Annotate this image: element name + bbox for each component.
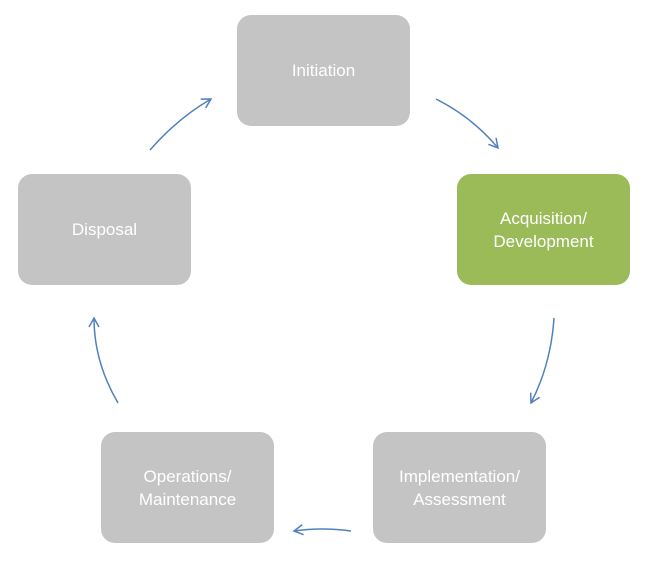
arrow-initiation-to-acquisition: [435, 98, 499, 150]
arrow-disposal-to-initiation: [149, 98, 213, 151]
phase-initiation: Initiation: [237, 15, 410, 126]
phase-label: Operations/ Maintenance: [138, 466, 237, 509]
phase-label: Initiation: [291, 61, 356, 80]
phase-label: Implementation/ Assessment: [399, 466, 520, 509]
phase-implementation-assessment: Implementation/ Assessment: [373, 432, 546, 543]
arrow-operations-to-disposal: [88, 316, 119, 404]
arrow-acquisition-to-implementation: [529, 317, 555, 405]
arrow-implementation-to-operations: [292, 524, 352, 536]
phase-operations-maintenance: Operations/ Maintenance: [101, 432, 274, 543]
phase-disposal: Disposal: [18, 174, 191, 285]
phase-acquisition-development: Acquisition/ Development: [457, 174, 630, 285]
phase-label: Disposal: [71, 220, 138, 239]
phase-label: Acquisition/ Development: [493, 208, 594, 251]
